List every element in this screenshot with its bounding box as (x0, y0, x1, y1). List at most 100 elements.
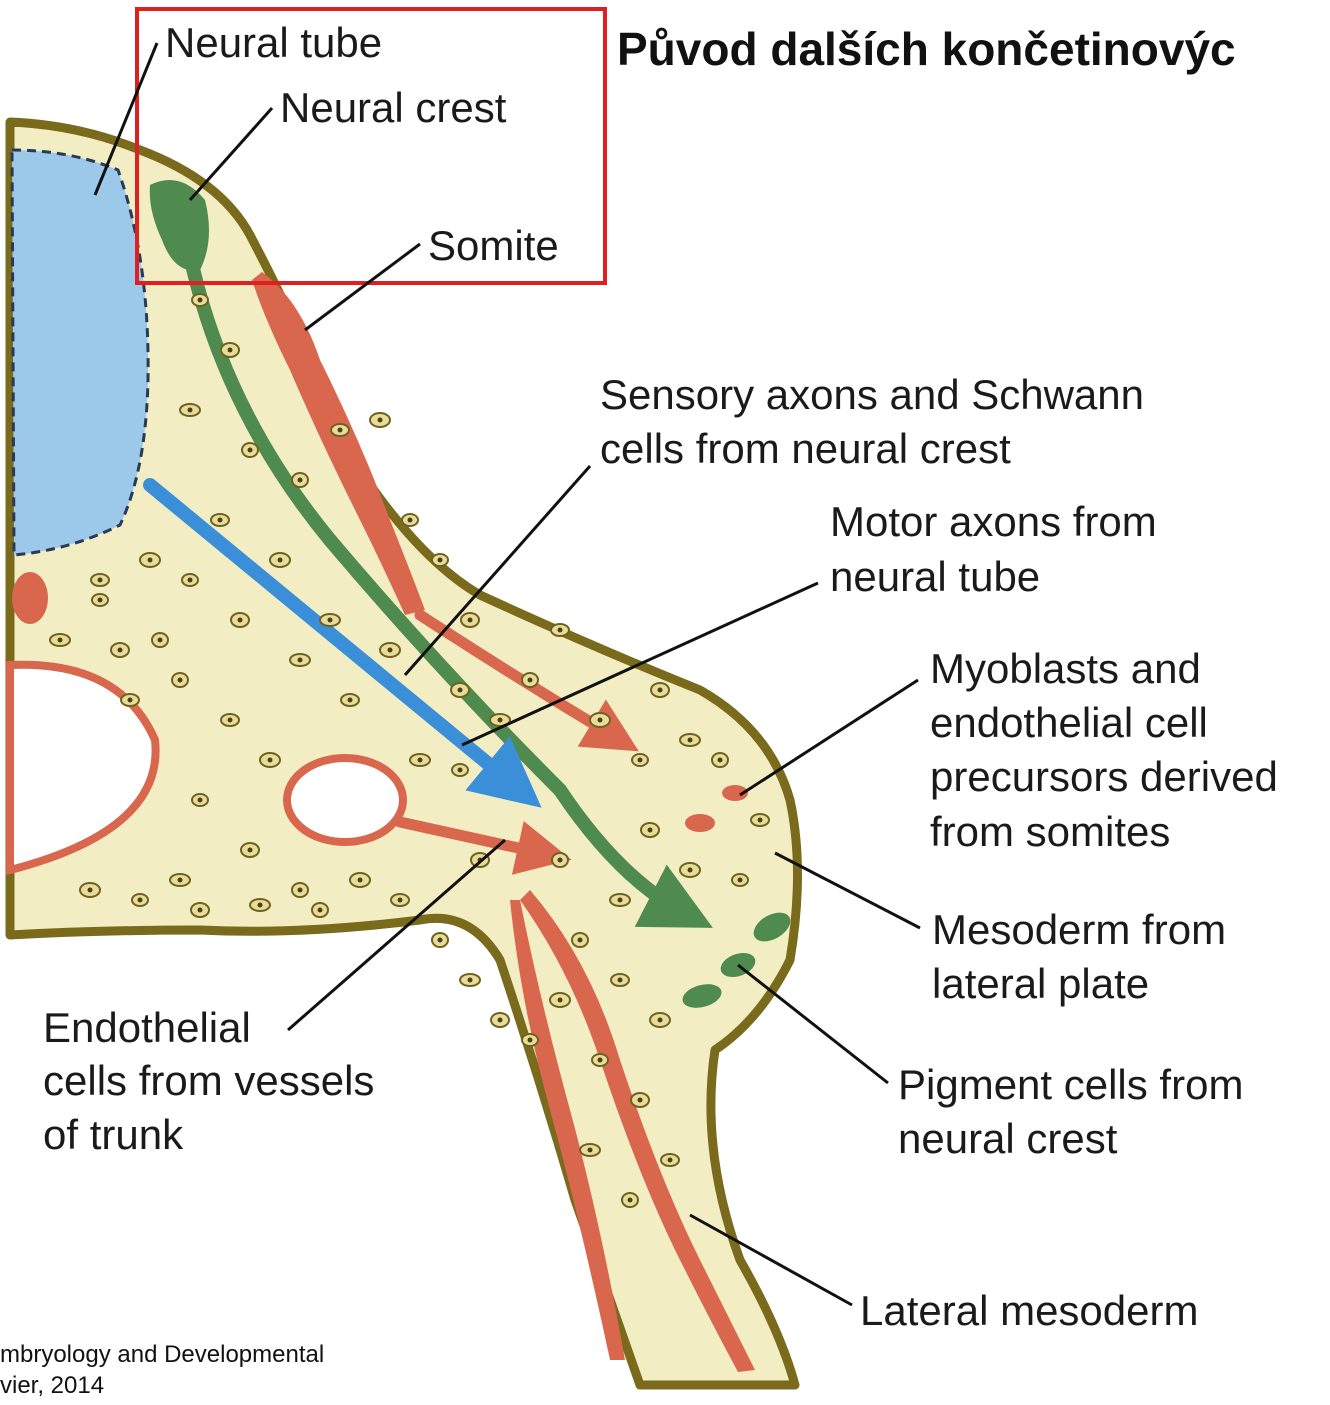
cell-nucleus (98, 578, 103, 583)
cell-nucleus (358, 878, 363, 883)
cell-nucleus (758, 818, 763, 823)
cell-nucleus (88, 888, 93, 893)
cell-nucleus (458, 688, 463, 693)
leader-myoblasts (740, 680, 918, 795)
cell-nucleus (58, 638, 63, 643)
cell-nucleus (188, 408, 193, 413)
myoblast-cell (685, 814, 715, 832)
neural-tube-region (12, 150, 148, 555)
cell-nucleus (388, 648, 393, 653)
cell-nucleus (328, 618, 333, 623)
label-myoblasts-line-1: Myoblasts and (930, 645, 1201, 692)
cell-nucleus (558, 628, 563, 633)
red-vessel-left (12, 572, 48, 624)
slide-title: Původ dalších končetinovýc (617, 23, 1236, 75)
cell-nucleus (658, 688, 663, 693)
cell-nucleus (278, 558, 283, 563)
cell-nucleus (468, 978, 473, 983)
label-mesoderm-line-2: lateral plate (932, 960, 1149, 1007)
cell-nucleus (178, 678, 183, 683)
cell-nucleus (528, 1038, 533, 1043)
citation-line-2: vier, 2014 (0, 1372, 104, 1399)
label-sensory-line-2: cells from neural crest (600, 425, 1011, 472)
label-motor-line-2: neural tube (830, 553, 1040, 600)
cell-nucleus (338, 428, 343, 433)
label-sensory-line-1: Sensory axons and Schwann (600, 371, 1144, 418)
label-endothelial-line-3: of trunk (43, 1111, 184, 1158)
cell-nucleus (318, 908, 323, 913)
label-neural-tube: Neural tube (165, 19, 382, 66)
cell-nucleus (248, 448, 253, 453)
cell-nucleus (578, 938, 583, 943)
cell-nucleus (738, 878, 743, 883)
cell-nucleus (158, 638, 163, 643)
cell-nucleus (418, 758, 423, 763)
cell-nucleus (618, 978, 623, 983)
cell-nucleus (258, 903, 263, 908)
cell-nucleus (218, 518, 223, 523)
cell-nucleus (498, 1018, 503, 1023)
cell-nucleus (298, 888, 303, 893)
cell-nucleus (688, 738, 693, 743)
cell-nucleus (718, 758, 723, 763)
leader-neural-crest (190, 108, 272, 200)
cell-nucleus (558, 858, 563, 863)
cell-nucleus (598, 718, 603, 723)
cell-nucleus (148, 558, 153, 563)
cell-nucleus (178, 878, 183, 883)
cell-nucleus (598, 1058, 603, 1063)
cell-nucleus (198, 908, 203, 913)
cell-nucleus (558, 998, 563, 1003)
cell-nucleus (198, 298, 203, 303)
label-mesoderm-line-1: Mesoderm from (932, 906, 1226, 953)
cell-nucleus (268, 758, 273, 763)
leader-pigment (738, 965, 888, 1083)
label-endothelial-line-2: cells from vessels (43, 1057, 374, 1104)
cell-nucleus (98, 598, 103, 603)
label-endothelial-line-1: Endothelial (43, 1004, 251, 1051)
cell-nucleus (118, 648, 123, 653)
cell-nucleus (238, 618, 243, 623)
cell-nucleus (298, 478, 303, 483)
cell-nucleus (378, 418, 383, 423)
cell-nucleus (498, 718, 503, 723)
cell-nucleus (648, 828, 653, 833)
vessel-lumen (287, 758, 403, 842)
cell-nucleus (688, 868, 693, 873)
cell-nucleus (198, 798, 203, 803)
label-motor-line-1: Motor axons from (830, 498, 1157, 545)
cell-nucleus (638, 1098, 643, 1103)
cell-nucleus (228, 348, 233, 353)
leader-somite (305, 244, 420, 330)
label-somite: Somite (428, 222, 559, 269)
label-pigment-line-1: Pigment cells from (898, 1061, 1243, 1108)
label-myoblasts-line-3: precursors derived (930, 753, 1278, 800)
cell-nucleus (408, 518, 413, 523)
cell-nucleus (438, 558, 443, 563)
cell-nucleus (438, 938, 443, 943)
cell-nucleus (348, 698, 353, 703)
label-neural-crest: Neural crest (280, 84, 507, 131)
label-lateral-mesoderm: Lateral mesoderm (860, 1287, 1198, 1334)
cell-nucleus (298, 658, 303, 663)
cell-nucleus (458, 768, 463, 773)
cell-nucleus (128, 698, 133, 703)
cell-nucleus (188, 578, 193, 583)
citation-line-1: mbryology and Developmental (0, 1341, 324, 1368)
cell-nucleus (138, 898, 143, 903)
cell-nucleus (528, 678, 533, 683)
label-myoblasts-line-2: endothelial cell (930, 699, 1208, 746)
cell-nucleus (588, 1148, 593, 1153)
cell-nucleus (638, 758, 643, 763)
cell-nucleus (248, 848, 253, 853)
cell-nucleus (628, 1198, 633, 1203)
cell-nucleus (398, 898, 403, 903)
cell-nucleus (618, 898, 623, 903)
label-pigment-line-2: neural crest (898, 1115, 1118, 1162)
label-myoblasts-line-4: from somites (930, 808, 1170, 855)
cell-nucleus (668, 1158, 673, 1163)
cell-nucleus (228, 718, 233, 723)
cell-nucleus (468, 618, 473, 623)
cell-nucleus (658, 1018, 663, 1023)
